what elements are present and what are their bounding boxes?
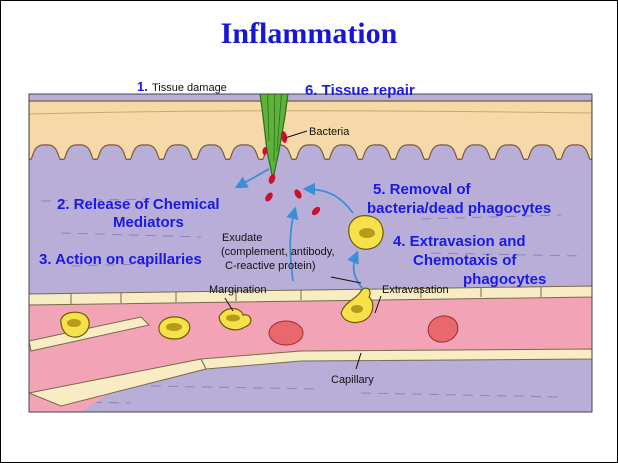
step5-label-line1: 5. Removal of — [373, 181, 472, 198]
step4-label-line3: phagocytes — [463, 271, 546, 288]
step2-label-line2: Mediators — [113, 214, 184, 231]
exudate-label-line1: Exudate — [222, 232, 262, 244]
exudate-label-line3: C-reactive protein) — [225, 260, 315, 272]
step1-label: Tissue damage — [152, 82, 227, 94]
step2-label-line1: 2. Release of Chemical — [57, 196, 220, 213]
step4-label-line1: 4. Extravasion and — [393, 233, 526, 250]
step4-label-line2: Chemotaxis of — [413, 252, 517, 269]
margination-label: Margination — [209, 284, 266, 296]
bacteria-label: Bacteria — [309, 126, 350, 138]
extravasation-label: Extravasation — [382, 284, 449, 296]
exudate-label-line2: (complement, antibody, — [221, 246, 335, 258]
step3-label: 3. Action on capillaries — [39, 251, 202, 268]
capillary-label: Capillary — [331, 374, 374, 386]
step6-label: 6. Tissue repair — [305, 82, 415, 99]
step5-label-line2: bacteria/dead phagocytes — [367, 200, 551, 217]
red-blood-cell-icon — [269, 321, 303, 345]
step1-number: 1. — [137, 79, 148, 94]
